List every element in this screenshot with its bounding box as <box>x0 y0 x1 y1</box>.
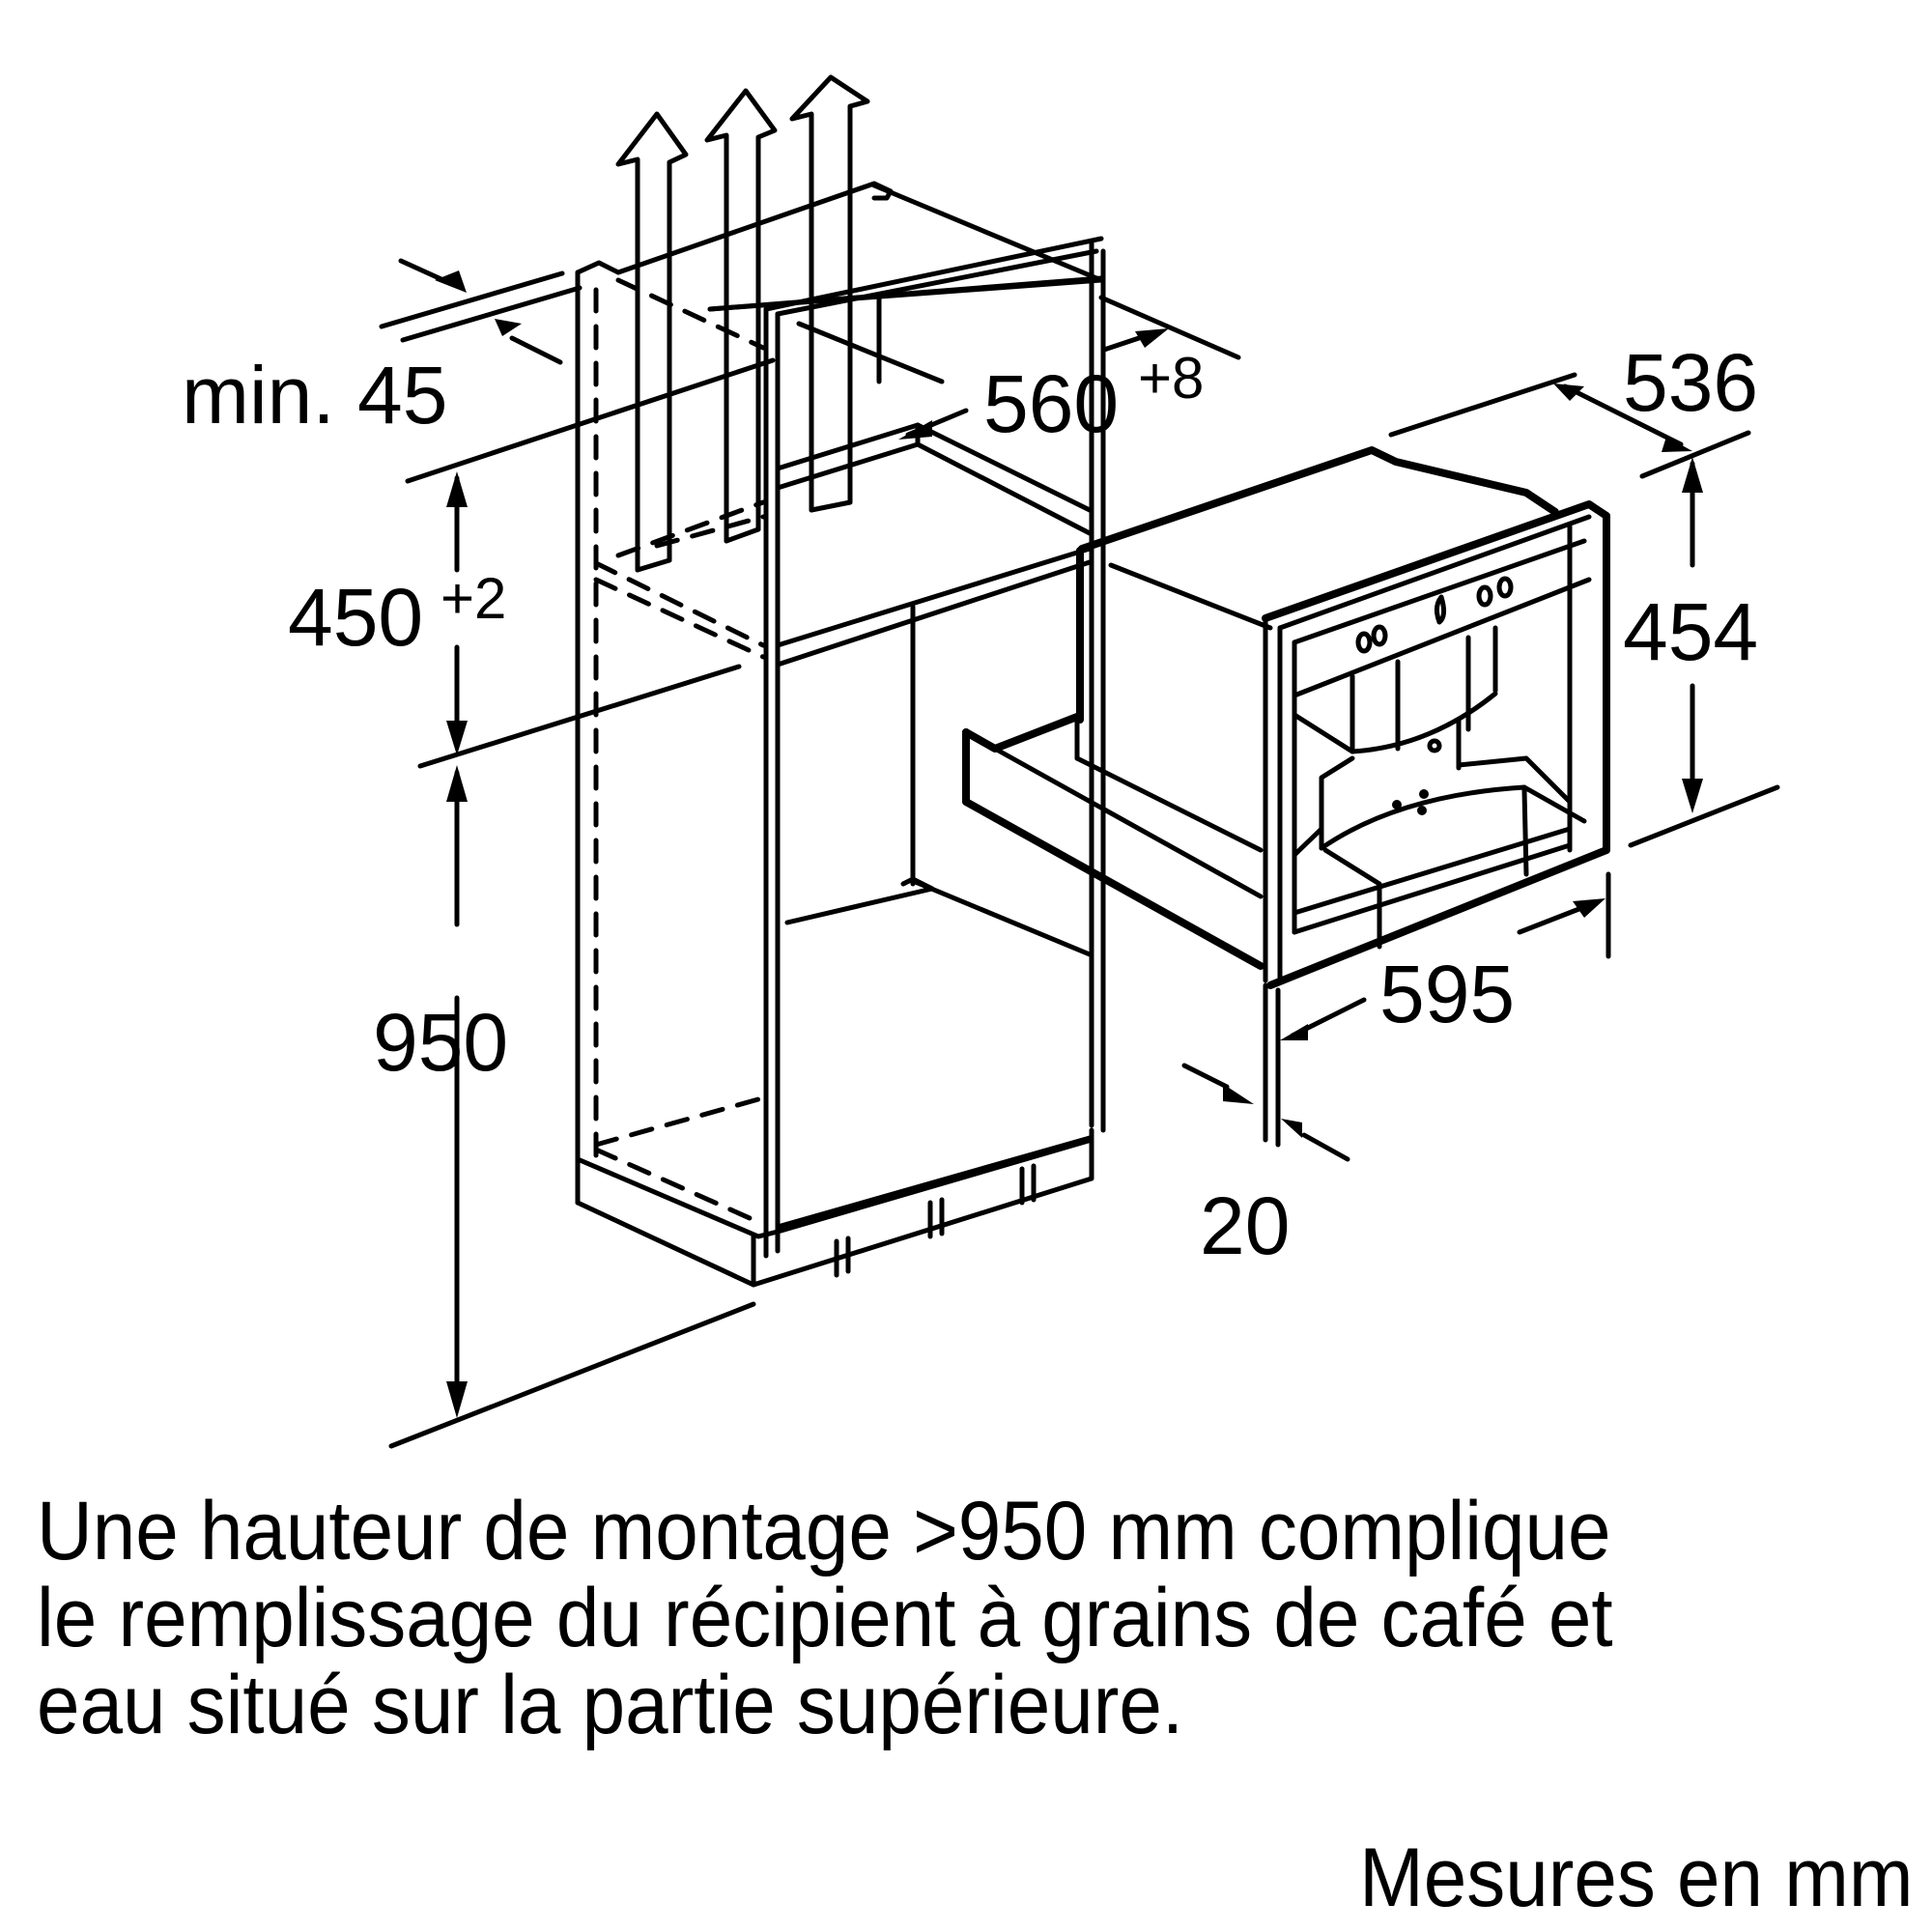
dimension-min-45: min. 45 <box>182 258 582 440</box>
tall-cabinet <box>575 181 1106 1288</box>
dimension-560: 560 +8 <box>898 295 1241 449</box>
dimension-20: 20 <box>1181 1063 1350 1271</box>
dimension-950: 950 <box>373 765 756 1449</box>
coffee-machine <box>962 446 1610 989</box>
dimension-450: 450 +2 <box>288 357 776 769</box>
label-950: 950 <box>373 997 508 1088</box>
dimension-595: 595 <box>1263 871 1611 1148</box>
label-595: 595 <box>1379 949 1515 1039</box>
note-line-3: eau situé sur la partie supérieure. <box>37 1659 1184 1751</box>
label-20: 20 <box>1200 1180 1290 1271</box>
note-line-1: Une hauteur de montage >950 mm complique <box>37 1485 1611 1577</box>
label-454: 454 <box>1623 586 1758 677</box>
label-560: 560 <box>983 358 1119 449</box>
dimension-536: 536 <box>1388 337 1758 479</box>
dimension-454: 454 <box>1623 457 1780 848</box>
label-450: 450 <box>288 572 423 663</box>
label-min-45: min. 45 <box>182 350 447 440</box>
label-536: 536 <box>1623 337 1758 428</box>
installation-diagram: min. 45 450 +2 950 560 +8 536 <box>182 74 1780 1449</box>
ventilation-arrows-icon <box>615 74 870 573</box>
tolerance-450: +2 <box>440 566 506 631</box>
note-line-2: le remplissage du récipient à grains de … <box>37 1572 1613 1664</box>
tolerance-560: +8 <box>1138 346 1204 411</box>
plinth-feet <box>834 1163 1037 1278</box>
units-label: Mesures en mm <box>1358 1832 1913 1924</box>
installation-note: Une hauteur de montage >950 mm complique… <box>37 1488 1911 1748</box>
